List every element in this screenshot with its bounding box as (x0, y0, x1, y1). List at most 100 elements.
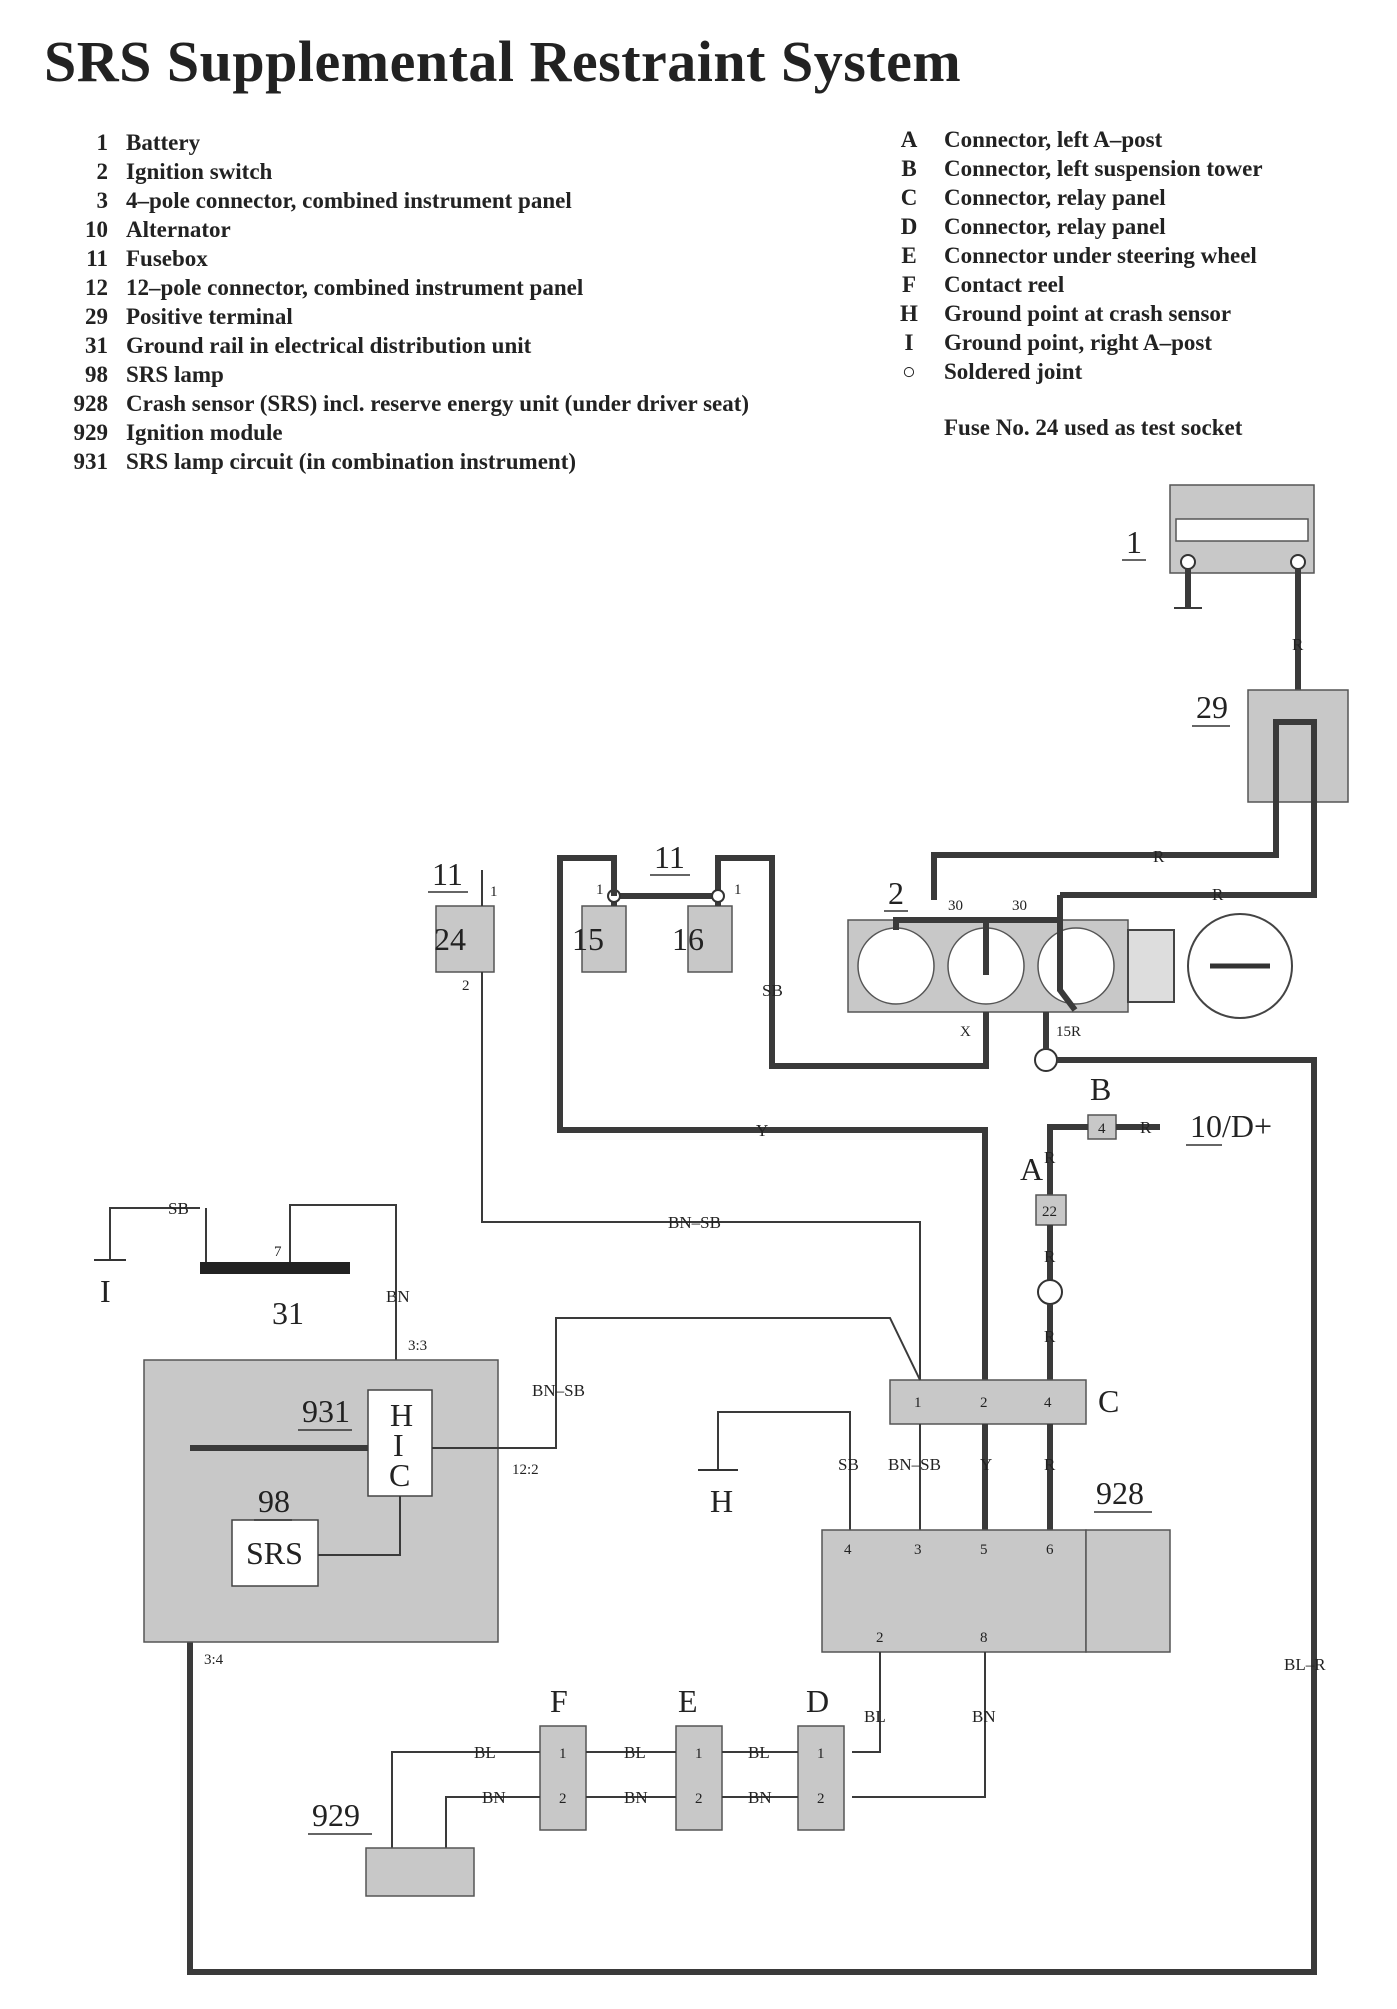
legend-label: Contact reel (944, 272, 1065, 297)
fuse-15 (581, 905, 627, 973)
wire-928-d-bl (852, 1652, 881, 1753)
legend-row: F Contact reel (894, 270, 1263, 299)
ground-rail (200, 1262, 350, 1274)
srs-lamp-text: SRS (246, 1535, 303, 1571)
legend-key: A (900, 127, 918, 152)
fuse-24 (435, 905, 495, 973)
lamp-circuit-number: 931 (302, 1393, 350, 1429)
soldered-joint-icon (1034, 1048, 1058, 1072)
alternator-ref: 10/D+ (1190, 1108, 1272, 1144)
wire-label-r: R (1044, 1247, 1056, 1266)
wire-label-r: R (1044, 1148, 1056, 1167)
wire-switch-x (715, 855, 989, 1069)
wire-fuse24-test (481, 972, 921, 1380)
fuse-15-pin-1: 1 (596, 882, 604, 898)
wire-b-a (1047, 1124, 1088, 1195)
legend-key: F (901, 272, 917, 297)
crash-sensor-pin: 3 (914, 1542, 922, 1558)
legend-row: 929 Ignition module (52, 418, 749, 447)
legend-row: 10 Alternator (52, 215, 749, 244)
legend-key: 2 (96, 159, 109, 184)
fuse-24-pin-1: 1 (490, 884, 498, 900)
wire-label-r: R (1044, 1455, 1056, 1474)
connector-c (889, 1379, 1087, 1425)
combination-instrument (143, 1359, 499, 1643)
crash-sensor-pin: 4 (844, 1542, 852, 1558)
connector-d-label: D (806, 1683, 829, 1719)
legend-row: H Ground point at crash sensor (894, 299, 1263, 328)
crash-sensor-number: 928 (1096, 1475, 1144, 1511)
wire-label-bl: BL (748, 1743, 770, 1762)
legend-label: Connector, left A–post (944, 127, 1163, 152)
wire-label-bl: BL (474, 1743, 496, 1762)
legend-label: Connector, relay panel (944, 214, 1166, 239)
legend-key: 10 (85, 217, 108, 242)
wire-f-929-bl (391, 1751, 540, 1848)
hic-c: C (389, 1457, 410, 1493)
battery-number: 1 (1126, 524, 1142, 560)
fuse-15-label: 15 (572, 921, 604, 957)
legend-key: 11 (86, 246, 108, 271)
legend-key: 31 (85, 333, 108, 358)
legend-key: 929 (73, 420, 109, 445)
wire-label-bl: BL (864, 1707, 886, 1726)
legend-label: Connector, relay panel (944, 185, 1166, 210)
wire-label-r: R (1044, 1327, 1056, 1346)
fuse-note: Fuse No. 24 used as test socket (944, 415, 1243, 440)
legend-label: Alternator (126, 217, 231, 242)
legend-label: Ground point at crash sensor (944, 301, 1232, 326)
legend-key: 1 (96, 130, 109, 155)
wire-928-d-bn (852, 1652, 986, 1798)
wire-label-bl-r: BL–R (1284, 1655, 1326, 1674)
wire-f-929-bn (445, 1796, 540, 1848)
legend-label: Battery (126, 130, 201, 155)
legend-label: Ignition module (126, 420, 283, 445)
ignition-module (365, 1847, 475, 1897)
wire-label-bn-sb: BN–SB (888, 1455, 941, 1474)
wire-label-sb: SB (762, 981, 783, 1000)
battery-negative-icon (1180, 554, 1196, 570)
wire-29-to-switch-b (931, 810, 1279, 900)
connector-e (675, 1725, 723, 1831)
legend-key: 3 (96, 188, 109, 213)
switch-pin-30: 30 (1012, 898, 1027, 914)
pin-12-2: 12:2 (512, 1462, 539, 1478)
legend-label: 12–pole connector, combined instrument p… (126, 275, 584, 300)
wire-931-c (432, 1317, 921, 1449)
ground-i-label: I (100, 1273, 111, 1309)
switch-key-slot-icon (1127, 929, 1175, 1003)
wire-label-sb: SB (838, 1455, 859, 1474)
crash-sensor-pin: 5 (980, 1542, 988, 1558)
wire-switch-15r (1057, 920, 1078, 1012)
fusebox-number: 11 (432, 856, 463, 892)
fuse-24-pin-2: 2 (462, 978, 470, 994)
wire-label-bn: BN (482, 1788, 506, 1807)
legend-key: D (900, 214, 918, 239)
legend-key: 931 (73, 449, 109, 474)
positive-terminal-number: 29 (1196, 689, 1228, 725)
connector-c-pin: 4 (1044, 1395, 1052, 1411)
connector-b-label: B (1090, 1071, 1111, 1107)
legend-label: Soldered joint (944, 359, 1083, 384)
legend-key: H (900, 301, 918, 326)
legend-key: ○ (902, 359, 916, 384)
connector-a-pin: 22 (1042, 1204, 1057, 1220)
wire-29-to-switch-a (1060, 719, 1317, 898)
wire-label-r: R (1140, 1118, 1152, 1137)
connector-c-label: C (1098, 1383, 1119, 1419)
wire-label-bn: BN (972, 1707, 996, 1726)
legend-key: 12 (85, 275, 108, 300)
crash-sensor-pin: 8 (980, 1630, 988, 1646)
legend-label: Crash sensor (SRS) incl. reserve energy … (126, 391, 750, 416)
legend-key: I (904, 330, 914, 355)
